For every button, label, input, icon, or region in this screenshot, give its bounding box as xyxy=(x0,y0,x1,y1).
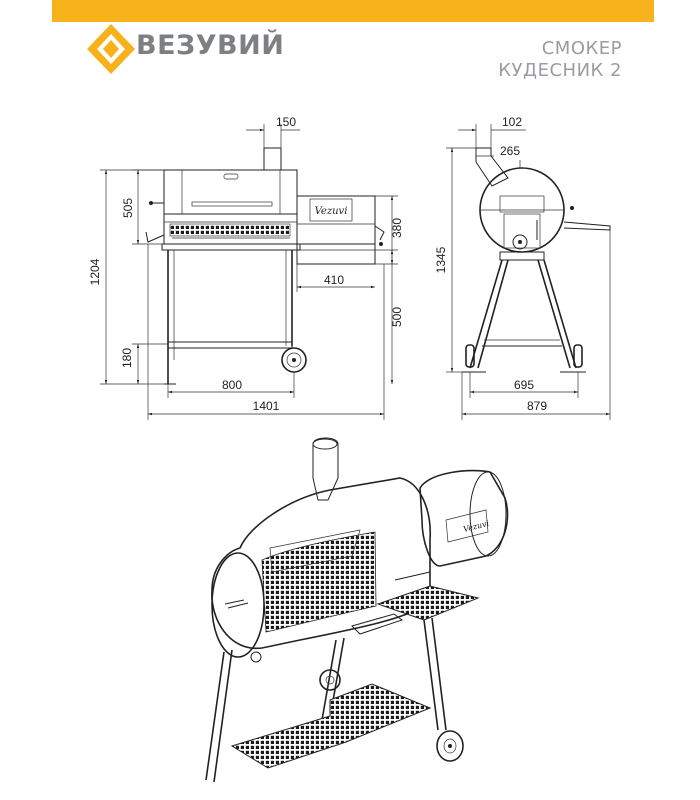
product-title: СМОКЕР КУДЕСНИК 2 xyxy=(498,38,622,82)
svg-text:Vezuvi: Vezuvi xyxy=(315,206,348,217)
dim-firebox-length: 410 xyxy=(324,273,344,287)
front-view: Vezuvi 150 505 1204 180 xyxy=(88,115,404,420)
dim-frame-width: 800 xyxy=(222,378,242,392)
svg-text:Vezuvi: Vezuvi xyxy=(462,519,490,534)
product-line-2: КУДЕСНИК 2 xyxy=(498,60,622,81)
vesuvius-logo-icon xyxy=(87,24,135,74)
iso-lower-shelf xyxy=(230,683,432,769)
side-wheel-left xyxy=(465,344,475,368)
dim-chamber-height: 505 xyxy=(121,198,135,218)
product-line-1: СМОКЕР xyxy=(541,38,622,59)
dim-lower-shelf-height: 180 xyxy=(120,348,134,368)
dim-table-height: 500 xyxy=(390,307,404,327)
dim-pipe-width: 265 xyxy=(500,144,520,158)
iso-wheel xyxy=(436,730,464,762)
dim-total-height: 1204 xyxy=(88,258,102,285)
dim-total-depth: 879 xyxy=(527,399,547,413)
isometric-view: Vezuvi xyxy=(205,437,509,783)
iso-firebox xyxy=(419,469,509,567)
front-cooking-chamber xyxy=(163,169,298,215)
dim-pipe-offset: 102 xyxy=(502,115,522,129)
header-accent-bar xyxy=(52,0,654,22)
dim-total-width: 1401 xyxy=(253,399,280,413)
front-firebox xyxy=(296,195,376,245)
side-wheel-right xyxy=(573,344,583,368)
dim-leg-span: 695 xyxy=(514,378,534,392)
iso-cooking-chamber xyxy=(211,477,431,650)
dim-chimney-width: 150 xyxy=(276,115,296,129)
side-view: 102 265 1345 695 879 xyxy=(434,115,611,420)
dim-firebox-height: 380 xyxy=(390,218,404,238)
brand-name: ВЕЗУВИЙ xyxy=(136,30,285,61)
dim-side-total-height: 1345 xyxy=(434,246,448,273)
front-chimney xyxy=(263,147,282,171)
